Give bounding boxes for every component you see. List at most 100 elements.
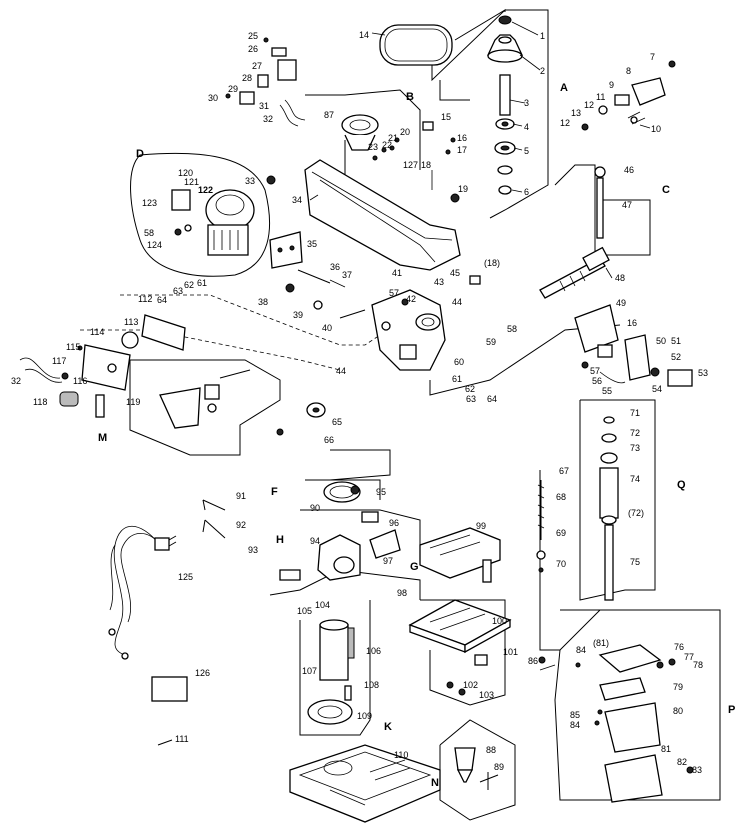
power-cord (108, 526, 177, 660)
part-label-35: 35 (307, 239, 318, 249)
section-label-a: A (560, 82, 568, 94)
part-label-121: 121 (184, 177, 200, 187)
lock-knob (276, 402, 326, 436)
part-label-48: 48 (615, 273, 626, 283)
part-label-46: 46 (624, 165, 635, 175)
part-label-81-paren: (81) (593, 638, 610, 648)
part-label-49: 49 (616, 298, 627, 308)
part-label-76: 76 (674, 642, 685, 652)
chuck-guard-p (538, 644, 694, 803)
part-label-89: 89 (494, 762, 505, 772)
part-label-111: 111 (175, 734, 189, 744)
part-label-68: 68 (556, 492, 567, 502)
part-label-29: 29 (228, 84, 239, 94)
part-label-21: 21 (388, 133, 399, 143)
part-label-51: 51 (671, 336, 682, 346)
part-label-18: 18 (421, 160, 432, 170)
part-label-32b: 32 (11, 376, 22, 386)
part-label-44b: 44 (336, 366, 347, 376)
part-label-97: 97 (383, 556, 394, 566)
part-label-103: 103 (479, 690, 495, 700)
part-label-74: 74 (630, 474, 641, 484)
part-label-18-paren: (18) (484, 258, 501, 268)
part-label-4: 4 (524, 122, 530, 132)
part-label-31: 31 (259, 101, 270, 111)
section-label-p: P (728, 704, 736, 716)
part-label-87: 87 (324, 110, 335, 120)
part-label-90: 90 (310, 503, 321, 513)
part-label-122: 122 (198, 185, 214, 195)
switch-wiring (225, 37, 306, 127)
part-label-16a: 16 (457, 133, 468, 143)
part-label-53: 53 (698, 368, 709, 378)
part-label-77: 77 (684, 652, 695, 662)
part-label-104: 104 (315, 600, 331, 610)
part-label-72-paren: (72) (628, 508, 645, 518)
table-support (202, 481, 401, 581)
drill-chuck (454, 747, 499, 790)
part-label-65: 65 (332, 417, 343, 427)
part-label-1: 1 (540, 31, 546, 41)
part-label-105: 105 (297, 606, 313, 616)
part-label-78: 78 (693, 660, 704, 670)
section-label-h: H (276, 534, 284, 546)
pinion-shaft (539, 246, 610, 299)
part-label-10: 10 (651, 124, 662, 134)
part-label-99: 99 (476, 521, 487, 531)
part-label-32a: 32 (263, 114, 274, 124)
part-label-110: 110 (394, 750, 409, 760)
section-label-m: M (98, 432, 108, 444)
part-label-62b: 62 (184, 280, 195, 290)
part-label-15: 15 (441, 112, 452, 122)
part-label-119: 119 (126, 397, 141, 407)
part-label-57a: 57 (590, 366, 601, 376)
section-label-f: F (271, 486, 278, 498)
switch-box-assembly (19, 314, 186, 418)
part-label-19: 19 (458, 184, 469, 194)
part-label-72: 72 (630, 428, 641, 438)
part-label-61a: 61 (452, 374, 463, 384)
part-label-75: 75 (630, 557, 641, 567)
part-label-64a: 64 (487, 394, 498, 404)
part-label-63a: 63 (466, 394, 477, 404)
part-label-108: 108 (364, 680, 380, 690)
section-label-n: N (431, 777, 439, 789)
part-label-114: 114 (90, 327, 105, 337)
part-label-8: 8 (626, 66, 632, 76)
belt-guard (304, 114, 461, 271)
vise (419, 527, 501, 583)
part-label-66: 66 (324, 435, 335, 445)
part-label-23: 23 (368, 142, 379, 152)
column-and-base (289, 619, 441, 823)
part-label-6: 6 (524, 187, 530, 197)
part-label-85: 85 (570, 710, 581, 720)
part-label-117: 117 (52, 356, 67, 366)
part-label-63b: 63 (173, 286, 184, 296)
motor-assembly (171, 175, 303, 269)
part-label-109: 109 (357, 711, 373, 721)
part-label-45: 45 (450, 268, 461, 278)
section-label-d: D (136, 148, 144, 160)
part-label-83: 83 (692, 765, 703, 775)
part-label-22: 22 (382, 140, 393, 150)
spring-assembly (536, 480, 546, 573)
depth-stop-assembly (574, 304, 693, 387)
chuck-guard-assembly (159, 369, 251, 429)
part-label-70: 70 (556, 559, 567, 569)
part-label-12b: 12 (560, 118, 571, 128)
part-label-47: 47 (622, 200, 633, 210)
leader-lines (309, 21, 651, 279)
part-label-30: 30 (208, 93, 219, 103)
hex-key (157, 739, 173, 746)
part-label-112: 112 (138, 294, 153, 304)
part-label-25: 25 (248, 31, 259, 41)
part-label-34: 34 (292, 195, 303, 205)
part-label-101: 101 (503, 647, 519, 657)
part-label-3: 3 (524, 98, 530, 108)
part-label-41: 41 (392, 268, 403, 278)
small-fasteners (372, 121, 460, 203)
part-label-28: 28 (242, 73, 253, 83)
part-label-98: 98 (397, 588, 408, 598)
part-label-93: 93 (248, 545, 259, 555)
